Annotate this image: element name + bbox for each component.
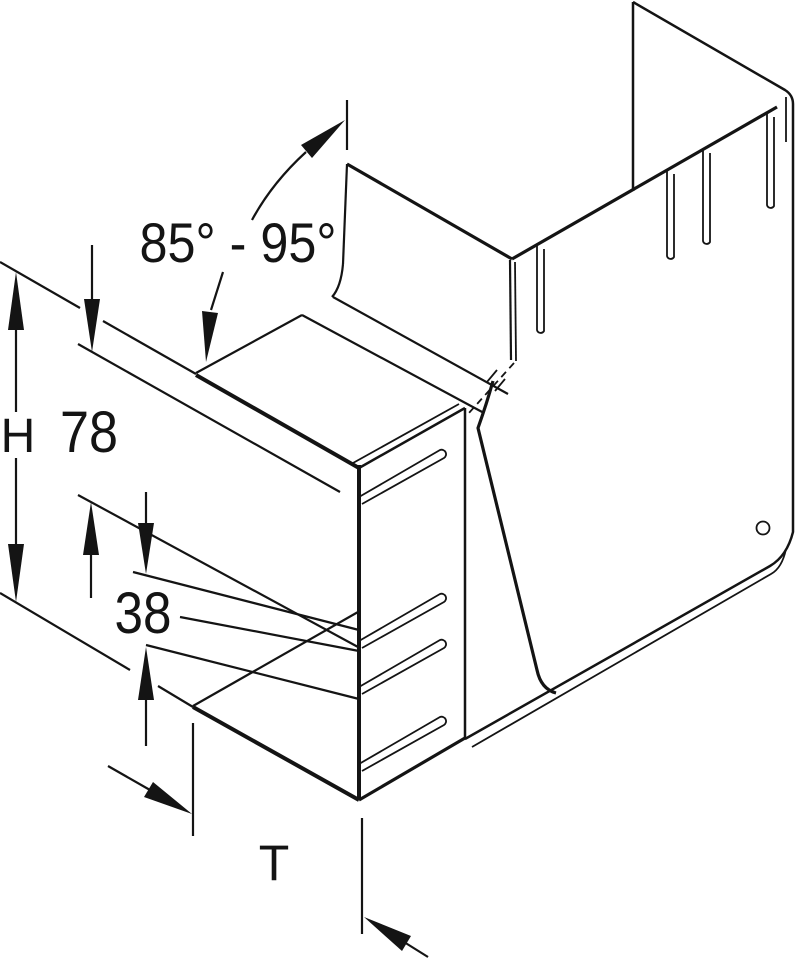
h-arrowhead-up-icon <box>8 272 24 330</box>
dimension-t: T <box>107 723 429 958</box>
fixing-hole <box>755 520 771 536</box>
right-side-wall <box>464 0 795 748</box>
dimension-angle: 85° - 95° <box>140 100 349 362</box>
angle-range-label: 85° - 95° <box>140 211 337 274</box>
adjustable-joint <box>467 362 557 695</box>
dim38-arrowhead-up-icon <box>138 647 154 700</box>
dim78-arrowhead-up-icon <box>83 502 99 555</box>
t-arrowhead-right-icon <box>144 782 192 814</box>
upper-duct-arm <box>0 162 517 493</box>
wall-mounting-slots <box>536 114 775 334</box>
dim38-label: 38 <box>115 581 172 646</box>
dimension-78: 78 <box>60 245 118 598</box>
angle-arc <box>251 151 307 221</box>
dimension-h: H <box>1 272 36 602</box>
dimension-38: 38 <box>115 492 172 746</box>
dim78-label: 78 <box>60 400 118 465</box>
dim38-arrowhead-down-icon <box>138 523 154 574</box>
angle-arrowhead-down-icon <box>202 311 218 362</box>
t-arrowhead-left-icon <box>364 917 411 951</box>
height-label: H <box>1 410 36 463</box>
lower-duct-arm <box>0 494 360 802</box>
dim78-arrowhead-down-icon <box>84 299 100 352</box>
post-mounting-slots <box>358 448 447 772</box>
front-corner-post <box>352 403 467 802</box>
depth-label: T <box>259 835 290 891</box>
angle-arrowhead-up-icon <box>301 120 345 158</box>
h-arrowhead-down-icon <box>8 544 24 602</box>
